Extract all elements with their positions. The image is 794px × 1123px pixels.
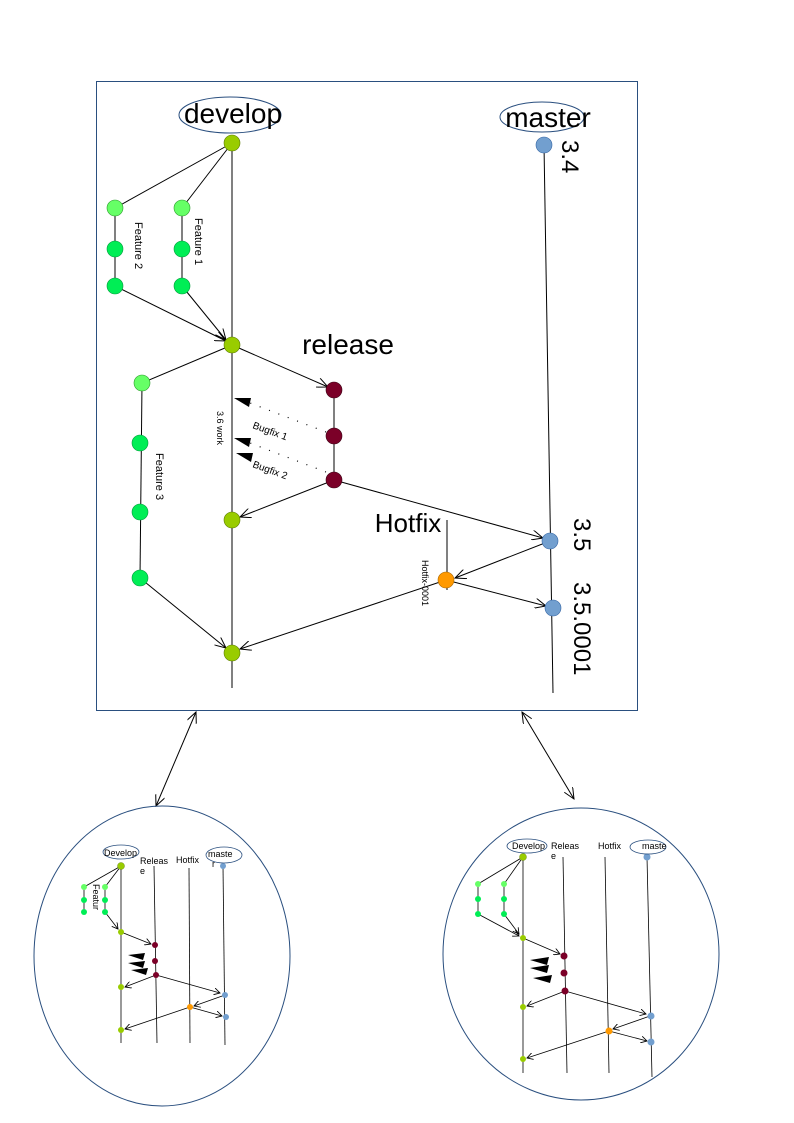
right-feature-node — [501, 911, 507, 917]
release-node-2 — [325, 427, 343, 445]
release-node-1 — [325, 381, 343, 399]
right-release-label-2: e — [551, 851, 556, 861]
work-label: 3.6 work — [215, 411, 225, 446]
master-label-ellipse — [499, 101, 585, 133]
left-develop-node-1 — [117, 862, 125, 870]
left-master-label-2: r — [212, 859, 215, 869]
left-feature-node — [81, 884, 87, 890]
left-connector — [156, 712, 196, 806]
right-connector — [522, 712, 574, 799]
right-circle-panel: Develop Releas e Hotfix maste — [442, 807, 720, 1101]
bugfix-2-label: Bugfix 2 — [251, 459, 289, 482]
left-master-ellipse — [205, 846, 243, 864]
feature2-node-2 — [106, 240, 124, 258]
right-release-node — [561, 987, 569, 995]
right-develop-node-4 — [520, 1056, 526, 1062]
right-release-node — [560, 952, 568, 960]
feature1-node-2 — [173, 240, 191, 258]
left-develop-label: Develop — [104, 848, 137, 858]
master-node-3 — [544, 599, 562, 617]
right-hotfix-label: Hotfix — [598, 841, 622, 851]
left-circle-panel: Develop Releas e Hotfix maste r Featur — [33, 805, 291, 1107]
right-circle-frame — [442, 807, 720, 1101]
tag-3-5: 3.5 — [568, 518, 595, 551]
left-master-node — [223, 1014, 229, 1020]
left-release-node — [152, 958, 158, 964]
right-develop-node-1 — [519, 853, 527, 861]
feature-3-label: Feature 3 — [153, 453, 165, 500]
right-develop-ellipse — [506, 838, 548, 854]
left-feature-node — [102, 909, 108, 915]
right-master-node — [643, 853, 651, 861]
hotfix-branch-label: Hotfix — [375, 508, 441, 538]
develop-node-1 — [223, 134, 241, 152]
develop-node-3 — [223, 511, 241, 529]
feature-edges — [114, 142, 551, 649]
right-develop-label: Develop — [512, 841, 545, 851]
feature2-node-3 — [106, 277, 124, 295]
right-master-ellipse — [629, 839, 667, 855]
left-hotfix-node — [187, 1004, 193, 1010]
left-release-label-2: e — [140, 866, 145, 876]
master-branch-label: master — [505, 102, 591, 133]
master-node-1 — [535, 136, 553, 154]
left-feature-label: Featur — [91, 884, 101, 910]
feature-2-label: Feature 2 — [132, 222, 144, 269]
left-release-node — [153, 972, 159, 978]
left-feature-node — [81, 909, 87, 915]
release-branch-label: release — [302, 329, 394, 360]
left-master-node — [222, 992, 228, 998]
left-release-node — [152, 942, 158, 948]
right-develop-node-2 — [520, 935, 526, 941]
left-develop-node-3 — [118, 984, 124, 990]
left-release-label: Releas — [140, 856, 169, 866]
left-feature-node — [102, 897, 108, 903]
left-feature-node — [81, 897, 87, 903]
right-master-label: maste — [642, 841, 667, 851]
main-panel: develop master release Hotfix 3.4 3.5 3.… — [96, 81, 638, 711]
right-hotfix-node — [605, 1027, 613, 1035]
feature3-node-4 — [131, 569, 149, 587]
left-master-node — [220, 863, 226, 869]
feature-1-label: Feature 1 — [192, 218, 204, 265]
right-master-node — [647, 1038, 655, 1046]
left-master-label: maste — [208, 849, 233, 859]
release-node-3 — [325, 471, 343, 489]
feature3-node-3 — [131, 503, 149, 521]
develop-node-4 — [223, 644, 241, 662]
tag-3-5-0001: 3.5.0001 — [568, 582, 595, 675]
feature2-node-1 — [106, 199, 124, 217]
main-frame — [96, 81, 638, 711]
right-feature-node — [501, 881, 507, 887]
feature1-node-1 — [173, 199, 191, 217]
hotfix-commit-label: Hotfix-0001 — [420, 560, 430, 606]
master-node-2 — [541, 532, 559, 550]
left-develop-ellipse — [102, 844, 140, 860]
hotfix-node — [437, 571, 455, 589]
bugfix-1-label: Bugfix 1 — [251, 420, 289, 443]
feature3-node-1 — [133, 374, 151, 392]
develop-label-ellipse — [178, 96, 282, 134]
tag-3-4: 3.4 — [556, 140, 583, 173]
right-master-node — [647, 1012, 655, 1020]
left-hotfix-label: Hotfix — [176, 855, 200, 865]
right-release-label: Releas — [551, 841, 580, 851]
right-develop-node-3 — [520, 1004, 526, 1010]
left-feature-node — [102, 884, 108, 890]
right-feature-node — [501, 896, 507, 902]
develop-node-2 — [223, 336, 241, 354]
right-feature-node — [475, 911, 481, 917]
bugfix-arrows — [234, 398, 327, 473]
left-develop-node-4 — [118, 1027, 124, 1033]
left-circle-frame — [33, 805, 291, 1107]
feature3-node-2 — [131, 434, 149, 452]
right-feature-node — [475, 896, 481, 902]
right-release-node — [560, 969, 568, 977]
left-develop-node-2 — [118, 929, 124, 935]
develop-branch-label: develop — [184, 98, 282, 129]
right-feature-node — [475, 881, 481, 887]
feature1-node-3 — [173, 277, 191, 295]
